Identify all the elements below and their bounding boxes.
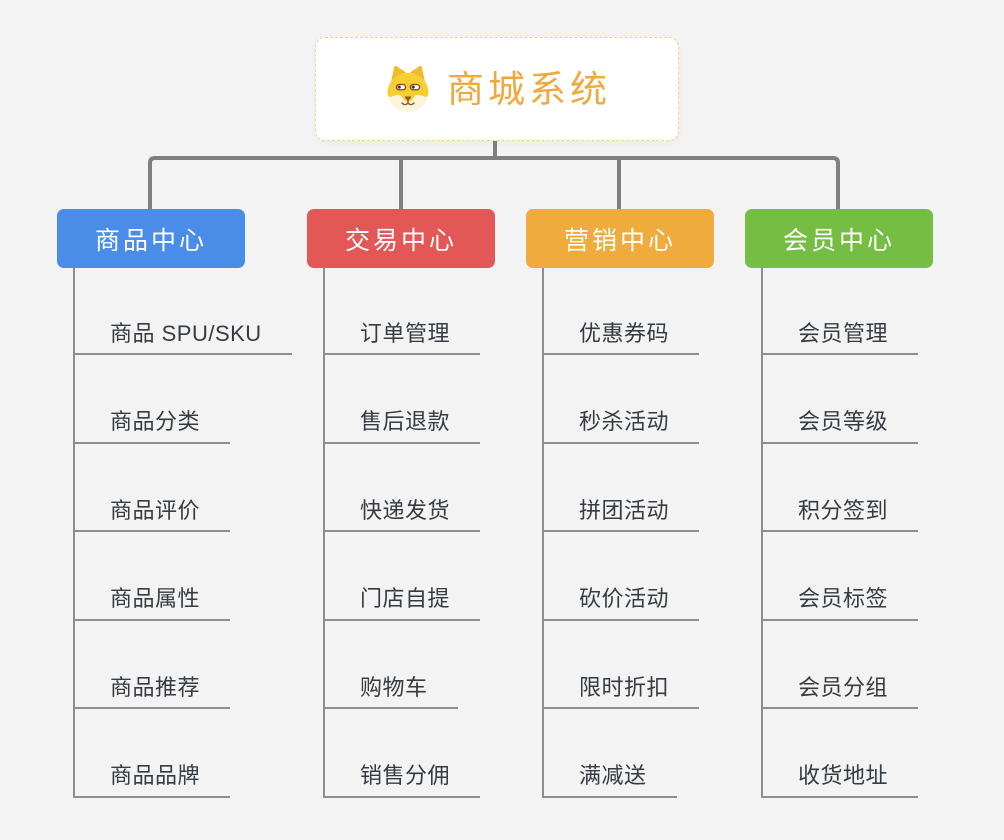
leaf-node[interactable]: 拼团活动	[544, 444, 700, 533]
leaf-node[interactable]: 秒杀活动	[544, 355, 700, 444]
leaf-node[interactable]: 商品分类	[75, 355, 292, 444]
branch-label: 商品中心	[94, 226, 207, 255]
leaf-node[interactable]: 商品推荐	[75, 621, 292, 710]
leaf-node[interactable]: 商品属性	[75, 532, 292, 621]
root-node[interactable]: 商城系统	[315, 37, 679, 141]
leaf-label: 限时折扣	[544, 674, 700, 710]
leaf-label: 商品评价	[75, 497, 231, 533]
leaf-label: 销售分佣	[325, 762, 481, 798]
leaf-node[interactable]: 商品评价	[75, 444, 292, 533]
branch-box-marketing-center[interactable]: 营销中心	[526, 209, 714, 268]
leaf-node[interactable]: 订单管理	[325, 268, 481, 355]
leaf-label: 商品分类	[75, 408, 231, 444]
leaf-label: 售后退款	[325, 408, 481, 444]
leaf-node[interactable]: 会员标签	[763, 532, 919, 621]
leaf-node[interactable]: 会员管理	[763, 268, 919, 355]
leaf-label: 收货地址	[763, 762, 919, 798]
leaf-label: 会员等级	[763, 408, 919, 444]
leaf-label: 门店自提	[325, 585, 481, 621]
leaf-node[interactable]: 会员分组	[763, 621, 919, 710]
leaf-node[interactable]: 门店自提	[325, 532, 481, 621]
branch-label: 交易中心	[344, 226, 457, 255]
branch-box-member-center[interactable]: 会员中心	[745, 209, 933, 268]
branch-box-trade-center[interactable]: 交易中心	[307, 209, 495, 268]
branch-children-marketing-center: 优惠券码 秒杀活动 拼团活动 砍价活动 限时折扣 满减送	[542, 268, 700, 798]
leaf-label: 订单管理	[325, 320, 481, 355]
shiba-dog-icon	[387, 65, 429, 112]
leaf-label: 满减送	[544, 762, 677, 798]
leaf-node[interactable]: 收货地址	[763, 709, 919, 798]
branch-children-product-center: 商品 SPU/SKU 商品分类 商品评价 商品属性 商品推荐 商品品牌	[73, 268, 292, 798]
branch-children-member-center: 会员管理 会员等级 积分签到 会员标签 会员分组 收货地址	[761, 268, 919, 798]
leaf-node[interactable]: 销售分佣	[325, 709, 481, 798]
root-title: 商城系统	[447, 68, 611, 110]
leaf-node[interactable]: 优惠券码	[544, 268, 700, 355]
leaf-node[interactable]: 砍价活动	[544, 532, 700, 621]
branch-bus-line	[148, 156, 840, 209]
leaf-label: 会员分组	[763, 674, 919, 710]
leaf-node[interactable]: 会员等级	[763, 355, 919, 444]
leaf-node[interactable]: 限时折扣	[544, 621, 700, 710]
leaf-node[interactable]: 满减送	[544, 709, 699, 798]
leaf-label: 商品推荐	[75, 674, 231, 710]
leaf-label: 积分签到	[763, 497, 919, 533]
leaf-node[interactable]: 商品 SPU/SKU	[75, 268, 292, 355]
leaf-label: 砍价活动	[544, 585, 700, 621]
leaf-node[interactable]: 积分签到	[763, 444, 919, 533]
leaf-node[interactable]: 售后退款	[325, 355, 481, 444]
leaf-label: 商品属性	[75, 585, 231, 621]
leaf-label: 拼团活动	[544, 497, 700, 533]
leaf-node[interactable]: 快递发货	[325, 444, 481, 533]
branch-box-product-center[interactable]: 商品中心	[57, 209, 245, 268]
leaf-label: 秒杀活动	[544, 408, 700, 444]
branch-label: 营销中心	[563, 226, 676, 255]
leaf-label: 购物车	[325, 674, 458, 710]
leaf-label: 会员标签	[763, 585, 919, 621]
leaf-label: 会员管理	[763, 320, 919, 355]
leaf-label: 优惠券码	[544, 320, 700, 355]
leaf-label: 商品 SPU/SKU	[75, 320, 292, 355]
branch-label: 会员中心	[782, 226, 895, 255]
leaf-label: 快递发货	[325, 497, 481, 533]
leaf-node[interactable]: 购物车	[325, 621, 480, 710]
leaf-node[interactable]: 商品品牌	[75, 709, 292, 798]
leaf-label: 商品品牌	[75, 762, 231, 798]
branch-children-trade-center: 订单管理 售后退款 快递发货 门店自提 购物车 销售分佣	[323, 268, 481, 798]
